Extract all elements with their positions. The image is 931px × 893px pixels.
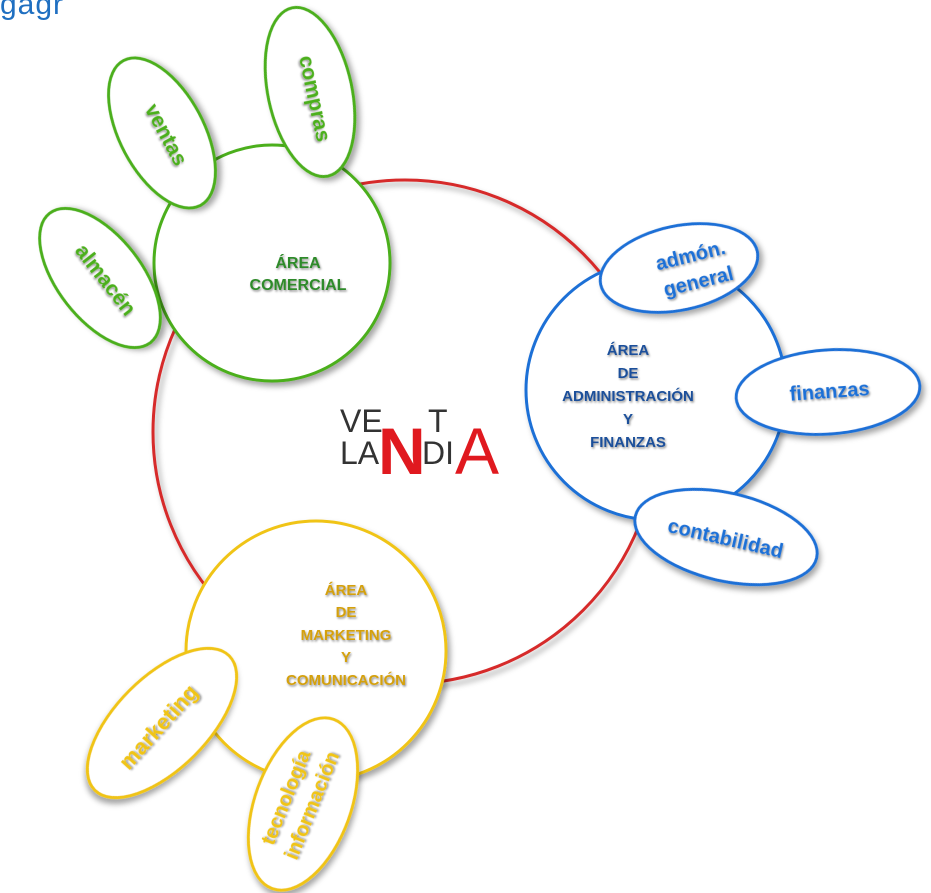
logo-di: DI <box>422 435 454 471</box>
admin-title-line4: Y <box>623 411 633 428</box>
admin-title-line2: DE <box>618 365 639 382</box>
area-administracion: ÁREA DE ADMINISTRACIÓN Y FINANZAS admón.… <box>524 222 922 587</box>
contabilidad-bubble <box>633 487 819 587</box>
admin-title-line5: FINANZAS <box>590 434 666 451</box>
logo-la: LA <box>340 435 380 471</box>
area-comercial: ÁREA COMERCIAL ventas compras almacén <box>38 5 392 383</box>
tecnologia-bubble <box>246 716 360 892</box>
logo-big-n: N <box>378 414 426 488</box>
admin-title-line1: ÁREA <box>607 342 650 359</box>
header-fragment-text: gagr <box>0 0 65 21</box>
comercial-circle <box>152 143 392 383</box>
ventalandia-logo: VE N T LA N DI A <box>340 403 499 488</box>
marketing-title-line4: Y <box>341 649 351 666</box>
logo-ve: VE <box>340 403 383 439</box>
logo-big-a: A <box>455 414 499 488</box>
finanzas-bubble <box>734 348 922 436</box>
almacen-bubble <box>38 206 162 350</box>
logo-t: T <box>428 403 448 439</box>
compras-bubble <box>263 5 357 179</box>
marketing-bubble <box>85 646 239 800</box>
ventas-bubble <box>107 56 217 210</box>
marketing-title-line1: ÁREA <box>325 582 368 599</box>
marketing-title-line3: MARKETING <box>301 627 392 644</box>
admon-general-bubble <box>598 222 760 314</box>
comercial-title-line1: ÁREA <box>275 253 321 272</box>
marketing-title-line5: COMUNICACIÓN <box>286 671 406 689</box>
comercial-title-line2: COMERCIAL <box>250 277 347 294</box>
admin-title-line3: ADMINISTRACIÓN <box>562 387 694 405</box>
area-marketing: ÁREA DE MARKETING Y COMUNICACIÓN marketi… <box>85 519 448 892</box>
marketing-title-line2: DE <box>336 604 357 621</box>
